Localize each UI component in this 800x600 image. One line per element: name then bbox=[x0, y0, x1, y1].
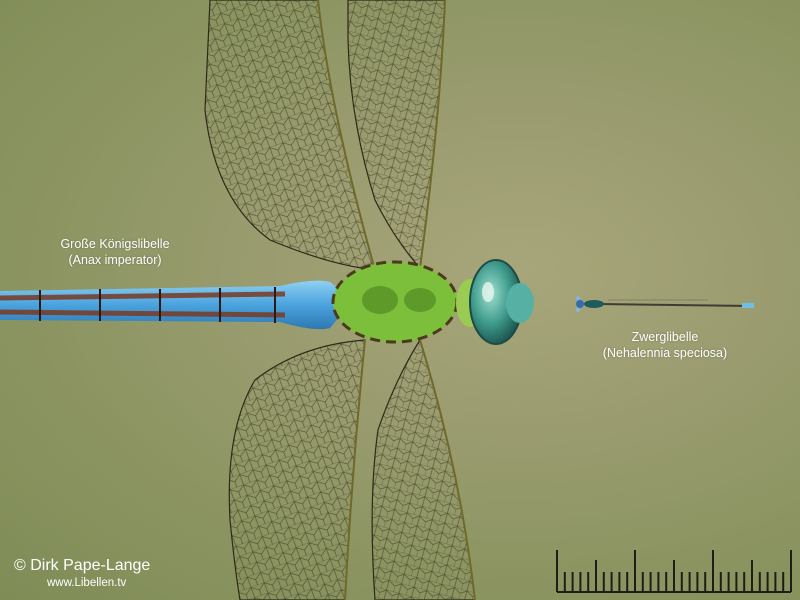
scale-ruler bbox=[556, 550, 792, 593]
wing-front-upper bbox=[204, 0, 376, 271]
nehalennia-label: Zwerglibelle (Nehalennia speciosa) bbox=[585, 329, 745, 361]
anax-scientific-name: (Anax imperator) bbox=[68, 253, 162, 267]
wing-rear-lower bbox=[371, 338, 476, 600]
nehalennia-scientific-name: (Nehalennia speciosa) bbox=[602, 346, 728, 360]
website-text: www.Libellen.tv bbox=[47, 577, 127, 589]
photo-credit: © Dirk Pape-Lange www.Libellen.tv bbox=[14, 556, 150, 590]
nehalennia-common-name: Zwerglibelle bbox=[631, 330, 699, 344]
nehalennia-damselfly bbox=[576, 296, 754, 312]
wing-rear-upper bbox=[347, 0, 446, 270]
wing-front-lower bbox=[228, 339, 366, 600]
anax-abdomen bbox=[0, 280, 340, 330]
anax-common-name: Große Königslibelle bbox=[60, 237, 170, 251]
copyright-text: © Dirk Pape-Lange bbox=[14, 557, 151, 574]
anax-label: Große Königslibelle (Anax imperator) bbox=[40, 236, 190, 268]
anax-thorax bbox=[331, 260, 459, 344]
anax-head bbox=[456, 259, 534, 345]
